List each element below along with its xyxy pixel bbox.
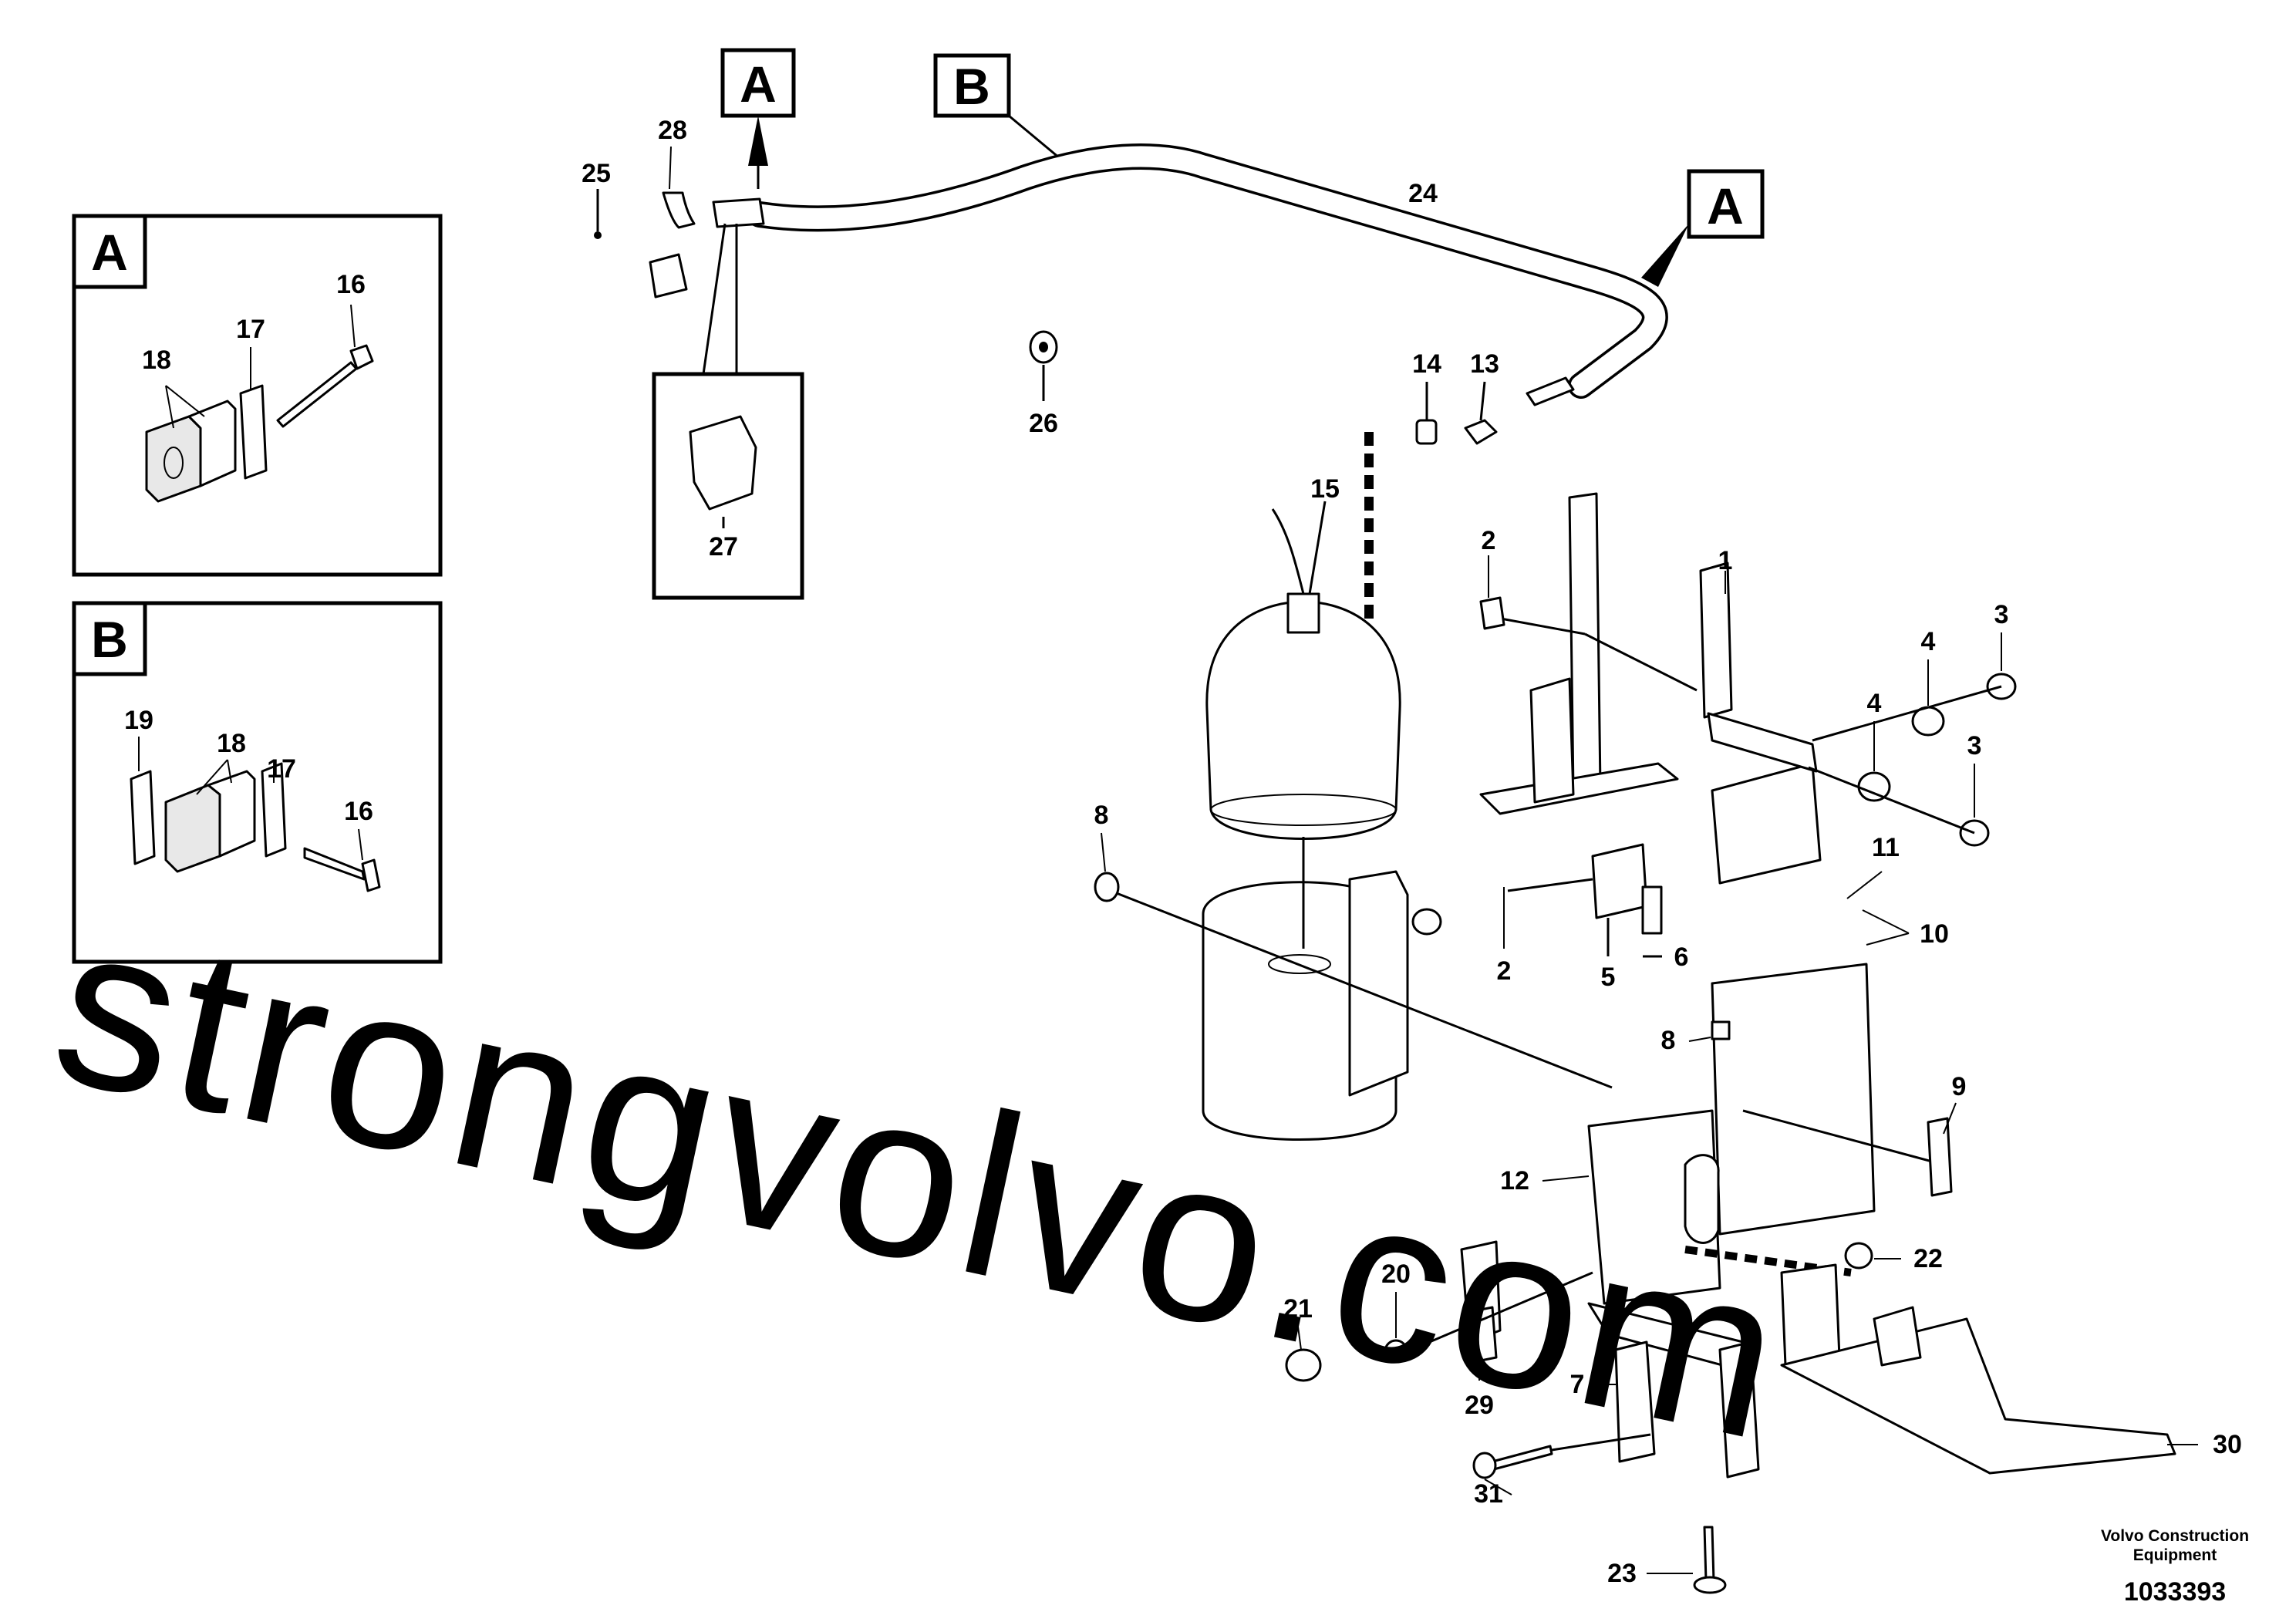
- part-number-label: 4: [1867, 689, 1882, 718]
- part-number-label: 8: [1661, 1026, 1676, 1055]
- stand-bracket: [1479, 492, 1822, 885]
- grommet-icon: [689, 415, 757, 511]
- credit-line-1: Volvo Construction: [2101, 1527, 2249, 1545]
- watermark: strongvolvo.com: [35, 871, 1805, 1490]
- callout-box-b: B: [933, 53, 1065, 164]
- inset-a: A 18 17 16: [72, 214, 443, 577]
- part-number-label: 7: [1570, 1370, 1585, 1399]
- part-number-label: 14: [1412, 349, 1441, 379]
- credit-line-2: Equipment: [2133, 1546, 2217, 1564]
- part-number-label: 13: [1470, 349, 1499, 379]
- part-number-label: 1: [1718, 546, 1733, 575]
- clamp-half-icon: [207, 770, 256, 858]
- part-number-label: 23: [1607, 1559, 1637, 1588]
- part-number-label: 27: [709, 532, 738, 561]
- part-number-label: 9: [1952, 1072, 1967, 1101]
- cover-plate-icon: [239, 384, 268, 480]
- bracket-7-30: [1587, 1263, 2176, 1479]
- part-number-label: 2: [1497, 956, 1512, 986]
- inset-b: B 19 18 17 16: [72, 601, 443, 964]
- accumulator-15: [1205, 501, 1401, 840]
- washers-3-4: [1808, 673, 2017, 847]
- fasteners: [1285, 908, 1873, 1594]
- part-number-label: 22: [1913, 1244, 1943, 1273]
- hose-assembly: [649, 143, 1668, 406]
- part-number-label: 10: [1920, 919, 1949, 949]
- washer-26: [1029, 330, 1058, 401]
- bolt-head-icon: [361, 858, 381, 892]
- part-number-label: 16: [336, 270, 366, 299]
- inset-a-letter: A: [91, 224, 128, 281]
- part-number-label: 20: [1381, 1259, 1411, 1289]
- part-number-label: 29: [1465, 1391, 1494, 1420]
- part-number-label: 18: [142, 346, 171, 375]
- part-number-label: 4: [1921, 627, 1936, 656]
- part-number-label: 3: [1994, 600, 2009, 629]
- part-number-label: 6: [1674, 943, 1689, 972]
- svg-text:B: B: [953, 58, 990, 115]
- part-number-label: 18: [217, 729, 246, 758]
- part-number-label: 5: [1601, 963, 1616, 992]
- part-number-label: 17: [236, 315, 265, 344]
- bolt-icon: [303, 847, 366, 881]
- callout-box-a-right: A: [1641, 169, 1765, 287]
- part-number-label: 16: [344, 797, 373, 826]
- cover-plate-icon: [261, 762, 287, 858]
- clamp-half-icon: [145, 415, 202, 503]
- bracket-block-icon: [649, 253, 688, 298]
- part-number-label: 8: [1094, 801, 1109, 830]
- part-number-label: 19: [124, 706, 153, 735]
- part-number-label: 17: [267, 754, 296, 784]
- mount-plate-12: [1587, 963, 1953, 1305]
- part-number-label: 3: [1967, 731, 1982, 760]
- part-number-label: 30: [2213, 1430, 2242, 1459]
- svg-text:A: A: [740, 56, 777, 113]
- callout-box-a-left: A: [720, 48, 796, 189]
- bracket-5-6: [1507, 843, 1663, 958]
- hose-end-fitting-icon: [1526, 376, 1575, 406]
- elbow-fitting-icon: [662, 191, 696, 229]
- part-number-label: 24: [1408, 179, 1438, 208]
- part-number-label: 12: [1500, 1166, 1529, 1195]
- part-number-label: 15: [1310, 474, 1340, 504]
- inset-b-letter: B: [91, 611, 128, 668]
- holder-bracket: [1094, 837, 1613, 1141]
- part-number-label: 11: [1872, 833, 1900, 862]
- bolt-head-icon: [349, 344, 374, 370]
- fittings-13-14: [1364, 381, 1498, 621]
- hose-fitting-icon: [712, 197, 765, 228]
- part-number-label: 31: [1474, 1479, 1503, 1509]
- part-number-label: 26: [1029, 409, 1058, 438]
- document-number: 1033393: [2124, 1577, 2226, 1607]
- detail-box-27: [652, 223, 804, 600]
- cover-plate-icon: [130, 770, 156, 865]
- part-number-label: 2: [1482, 526, 1496, 555]
- part-number-label: 28: [658, 116, 687, 145]
- svg-text:A: A: [1707, 177, 1744, 234]
- clamp-half-icon: [187, 400, 237, 487]
- part-number-labels: 1 2 2 3 3 4 4 5 6 7 8 8 9 10 11 12 13 14…: [582, 116, 2242, 1588]
- part-number-label: 21: [1283, 1294, 1313, 1324]
- part-number-label: 25: [582, 159, 611, 188]
- clamp-half-icon: [164, 784, 221, 873]
